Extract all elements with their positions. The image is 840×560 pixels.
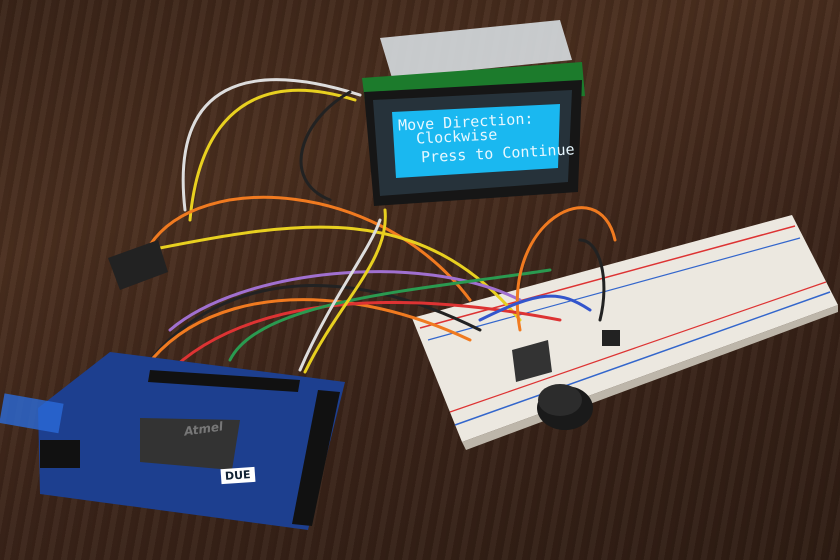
connector-header bbox=[108, 240, 168, 290]
board-label: DUE bbox=[220, 466, 256, 485]
push-button[interactable] bbox=[602, 330, 620, 346]
lcd-module bbox=[362, 20, 585, 206]
breadboard bbox=[412, 215, 838, 450]
rotary-encoder-knob[interactable] bbox=[512, 340, 593, 430]
arduino-due-board bbox=[0, 352, 345, 530]
